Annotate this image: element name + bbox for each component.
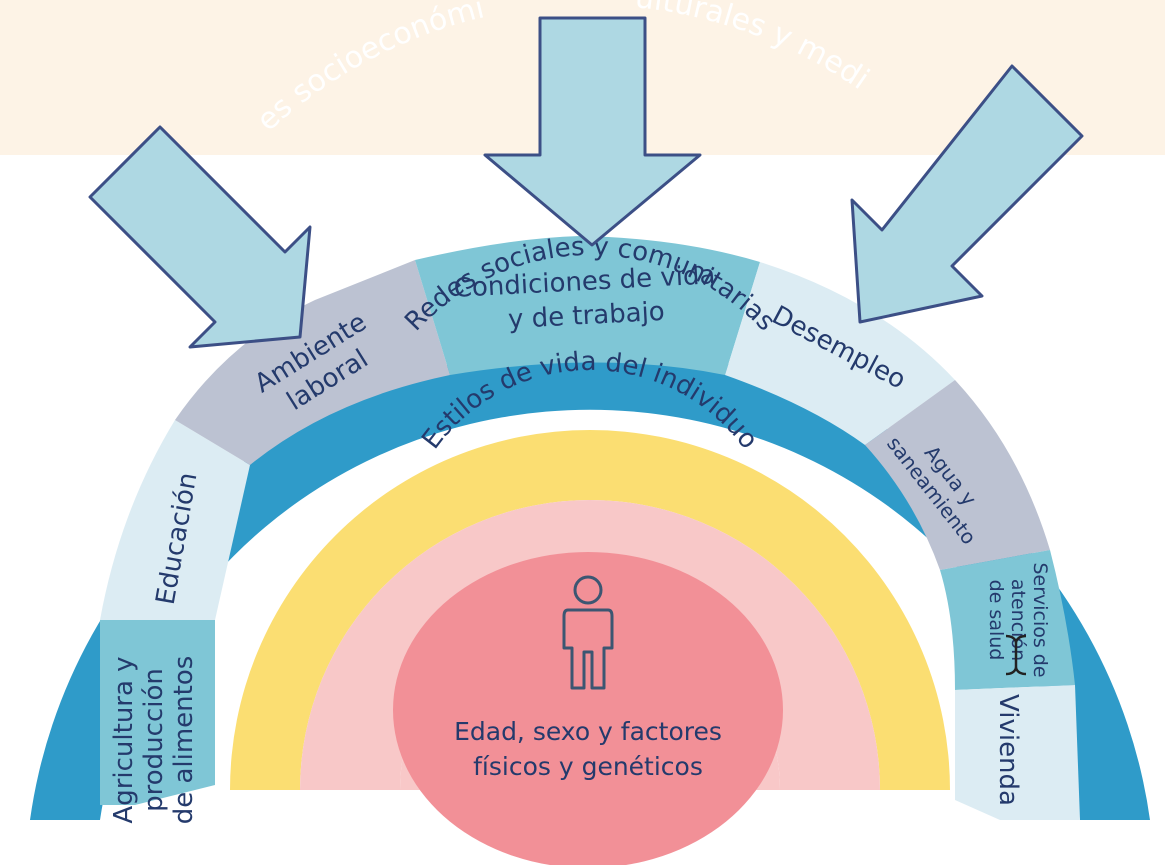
sector-vivienda — [955, 685, 1080, 820]
outer-ring-text-middle: ulturales y medi — [633, 0, 875, 97]
outer-ring-text-left: Co — [94, 403, 133, 446]
label-vivienda: Vivienda — [993, 694, 1023, 806]
sector-servicios — [940, 550, 1075, 690]
svg-text:producción: producción — [139, 668, 169, 812]
sector-condiciones — [415, 236, 760, 375]
outer-ring-text: Co — [94, 403, 133, 446]
outer-ring-text-left-mid: es socioeconómi — [250, 0, 487, 138]
text-cursor-icon — [1005, 634, 1027, 676]
sector-educacion — [100, 420, 250, 620]
svg-text:atención: atención — [1007, 579, 1029, 661]
arrow-center-icon — [483, 16, 702, 247]
svg-text:Agricultura y: Agricultura y — [109, 656, 139, 823]
sector-desempleo — [725, 262, 955, 445]
svg-text:de salud: de salud — [985, 580, 1007, 661]
sector-agricultura — [100, 620, 215, 805]
arrow-right-icon — [850, 64, 1084, 324]
person-icon — [562, 575, 614, 690]
svg-text:de alimentos: de alimentos — [169, 656, 199, 825]
sector-ambiente — [175, 260, 450, 465]
center-line-2: físicos y genéticos — [473, 752, 703, 781]
label-servicios: Servicios de atención de salud — [985, 562, 1051, 677]
center-line-1: Edad, sexo y factores — [454, 717, 722, 746]
outer-ring — [30, 347, 1150, 820]
svg-text:Servicios de: Servicios de — [1029, 562, 1051, 677]
sector-agua — [865, 380, 1050, 570]
center-circle — [393, 552, 783, 865]
label-agricultura: Agricultura y producción de alimentos — [109, 656, 199, 825]
yellow-ring — [230, 430, 950, 790]
outer-ring-text-2: es socioeconómi — [250, 0, 487, 138]
arrow-left-icon — [88, 125, 312, 349]
sector-band — [100, 236, 1080, 820]
pink-ring — [300, 500, 880, 790]
svg-text:Vivienda: Vivienda — [993, 694, 1023, 806]
outer-ring-text-3: ulturales y medi — [633, 0, 875, 97]
